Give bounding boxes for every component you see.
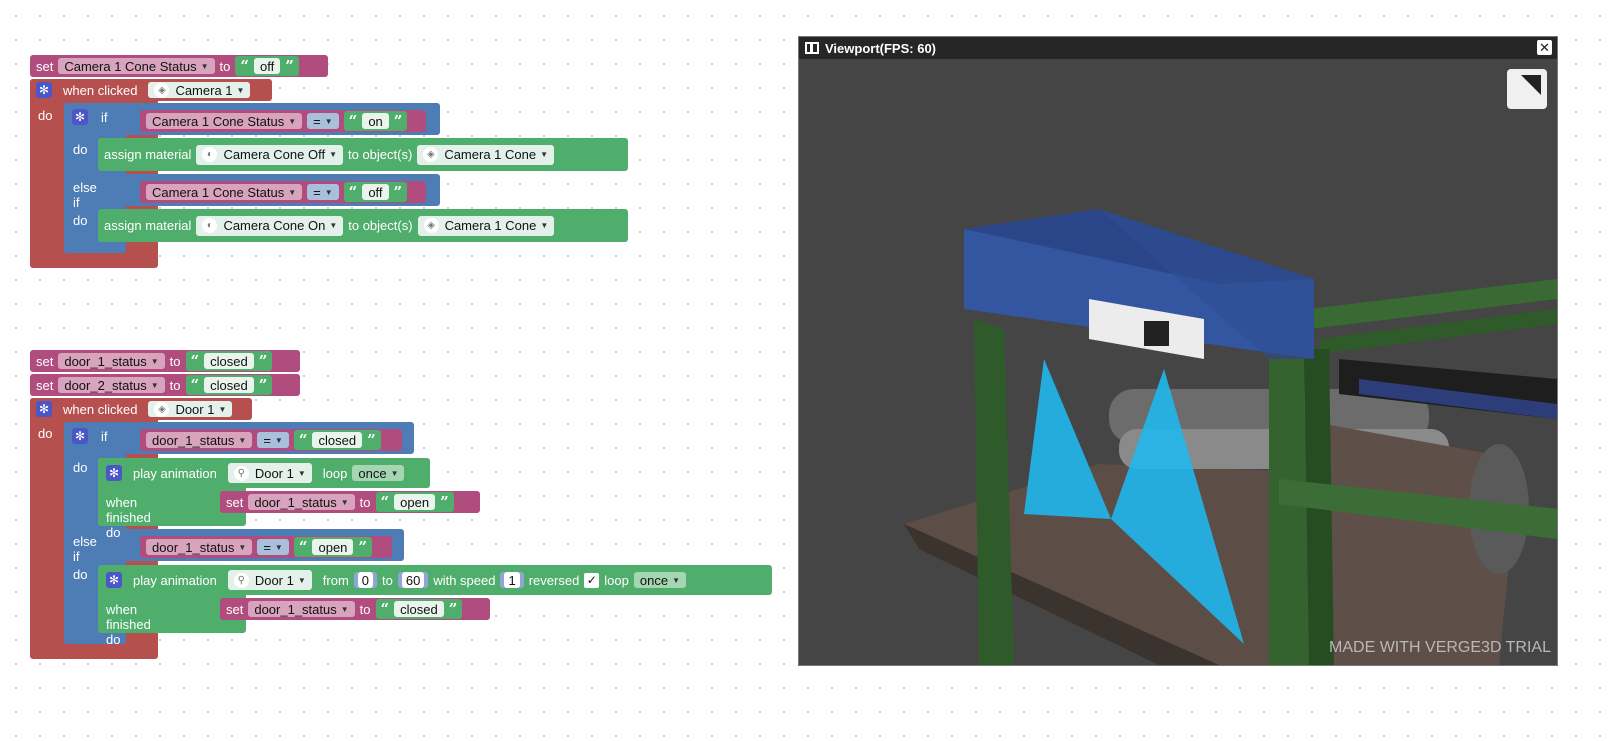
walker-icon: ⚲: [233, 465, 249, 481]
compare-block[interactable]: door_1_status▼ =▼ “open”: [140, 536, 392, 558]
reversed-checkbox[interactable]: ✓: [584, 572, 600, 588]
operator-dropdown[interactable]: =▼: [257, 539, 289, 555]
text-literal[interactable]: “closed”: [293, 430, 381, 450]
gear-icon[interactable]: ✻: [72, 428, 88, 444]
variable-dropdown[interactable]: Camera 1 Cone Status▼: [146, 113, 303, 129]
frame-leg: [974, 319, 1014, 665]
set-variable-block[interactable]: set door_2_status▼ to “closed”: [30, 374, 300, 396]
variable-dropdown[interactable]: Camera 1 Cone Status▼: [58, 58, 215, 74]
loop-dropdown[interactable]: once▼: [633, 572, 686, 588]
animation-dropdown[interactable]: ⚲Door 1▼: [227, 570, 312, 590]
text-literal[interactable]: “off”: [343, 182, 408, 202]
variable-dropdown[interactable]: door_1_status▼: [146, 432, 253, 448]
text-literal[interactable]: “closed”: [185, 375, 273, 395]
set-variable-block[interactable]: set Camera 1 Cone Status▼ to “off”: [30, 55, 328, 77]
gear-icon[interactable]: ✻: [36, 401, 52, 417]
from-number[interactable]: 0: [357, 572, 374, 588]
material-dropdown[interactable]: ◐Camera Cone On▼: [196, 215, 344, 236]
text-literal[interactable]: “closed”: [375, 599, 463, 619]
object-dropdown[interactable]: ◈Door 1▼: [148, 401, 233, 417]
variable-dropdown[interactable]: door_1_status▼: [146, 539, 253, 555]
variable-dropdown[interactable]: door_1_status▼: [58, 353, 165, 369]
assign-material-block[interactable]: assign material ◐Camera Cone On▼ to obje…: [98, 209, 628, 242]
cube-icon: ◈: [423, 147, 439, 162]
compare-block[interactable]: door_1_status▼ =▼ “closed”: [140, 429, 402, 451]
set-variable-block[interactable]: set door_1_status▼ to “closed”: [220, 598, 490, 620]
variable-dropdown[interactable]: door_1_status▼: [248, 601, 355, 617]
object-dropdown[interactable]: ◈Camera 1 Cone▼: [417, 215, 555, 236]
compare-block[interactable]: Camera 1 Cone Status▼ =▼ “off”: [140, 181, 426, 203]
viewport-title: Viewport(FPS: 60): [825, 40, 937, 56]
object-dropdown[interactable]: ◈Camera 1 Cone▼: [417, 144, 555, 165]
3d-scene[interactable]: [799, 59, 1557, 665]
walker-icon: ⚲: [233, 572, 249, 588]
gear-icon[interactable]: ✻: [106, 465, 122, 481]
object-dropdown[interactable]: ◈Camera 1▼: [148, 82, 251, 98]
viewport-titlebar[interactable]: Viewport(FPS: 60) ✕: [799, 37, 1557, 59]
camera: [1144, 321, 1169, 346]
operator-dropdown[interactable]: =▼: [307, 184, 339, 200]
cube-icon: ◈: [154, 401, 170, 417]
variable-dropdown[interactable]: Camera 1 Cone Status▼: [146, 184, 303, 200]
sphere-icon: ◐: [202, 147, 218, 162]
text-literal[interactable]: “off”: [235, 56, 299, 76]
watermark: MADE WITH VERGE3D TRIAL: [1329, 639, 1551, 656]
close-icon[interactable]: ✕: [1537, 40, 1552, 55]
split-icon[interactable]: [805, 42, 819, 54]
compare-block[interactable]: Camera 1 Cone Status▼ =▼ “on”: [140, 110, 426, 132]
set-variable-block[interactable]: set door_1_status▼ to “open”: [220, 491, 480, 513]
operator-dropdown[interactable]: =▼: [257, 432, 289, 448]
viewport-panel[interactable]: Viewport(FPS: 60) ✕ MADE: [798, 36, 1558, 666]
material-dropdown[interactable]: ◐Camera Cone Off▼: [196, 144, 343, 165]
camera-cone: [1024, 359, 1111, 519]
animation-dropdown[interactable]: ⚲Door 1▼: [227, 463, 312, 483]
set-variable-block[interactable]: set door_1_status▼ to “closed”: [30, 350, 300, 372]
frame-leg: [1269, 359, 1309, 665]
to-number[interactable]: 60: [401, 572, 425, 588]
camera-gantry: [964, 229, 1314, 359]
text-literal[interactable]: “on”: [343, 111, 408, 131]
camera-cone: [1111, 369, 1244, 644]
fullscreen-icon[interactable]: [1507, 69, 1547, 109]
variable-dropdown[interactable]: door_1_status▼: [248, 494, 355, 510]
gear-icon[interactable]: ✻: [72, 109, 88, 125]
cube-icon: ◈: [423, 218, 439, 233]
operator-dropdown[interactable]: =▼: [307, 113, 339, 129]
variable-dropdown[interactable]: door_2_status▼: [58, 377, 165, 393]
gear-icon[interactable]: ✻: [106, 572, 122, 588]
text-literal[interactable]: “open”: [293, 537, 373, 557]
cube-icon: ◈: [154, 82, 170, 98]
loop-dropdown[interactable]: once▼: [352, 465, 405, 481]
gear-icon[interactable]: ✻: [36, 82, 52, 98]
speed-number[interactable]: 1: [504, 572, 520, 588]
assign-material-block[interactable]: assign material ◐Camera Cone Off▼ to obj…: [98, 138, 628, 171]
text-literal[interactable]: “closed”: [185, 351, 273, 371]
text-literal[interactable]: “open”: [375, 492, 454, 512]
sphere-icon: ◐: [202, 218, 218, 233]
